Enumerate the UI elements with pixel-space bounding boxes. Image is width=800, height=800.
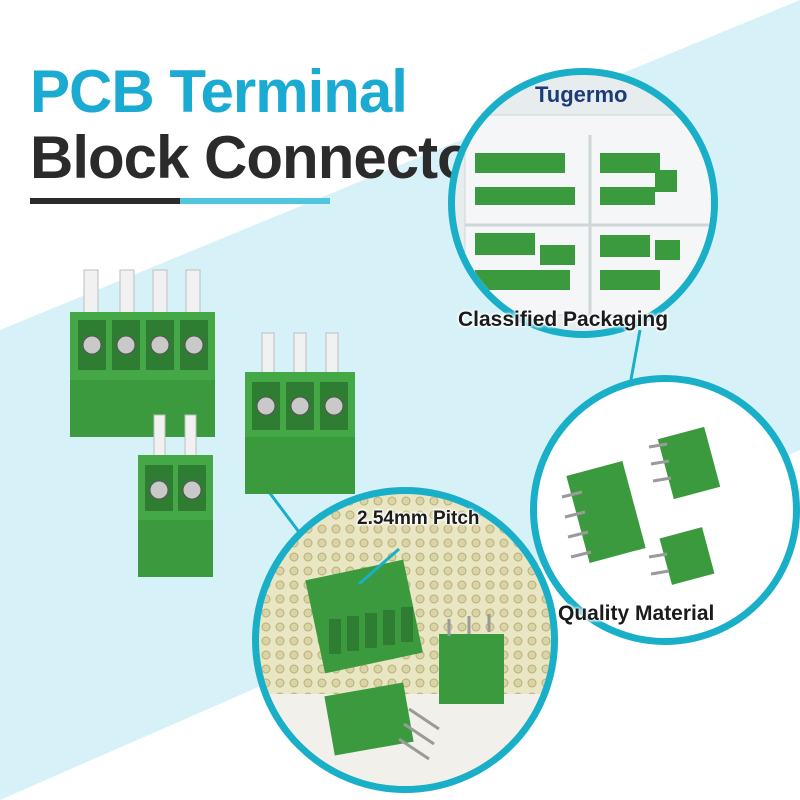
brand-logo: Tugermo (535, 82, 628, 107)
packaging-box-illustration (464, 114, 711, 316)
pitch-circle (252, 487, 558, 793)
title-underline-dark (30, 198, 180, 204)
material-label: Quality Material (558, 602, 715, 625)
material-illustration (561, 426, 721, 585)
packaging-circle (448, 68, 718, 338)
title-underline-blue (180, 198, 330, 204)
angled-4pin-block (561, 461, 646, 563)
pcb-3pin-block-laid (324, 682, 440, 761)
packaging-label: Classified Packaging (458, 308, 669, 331)
terminal-block-3pin (245, 332, 355, 494)
pcb-board-illustration (259, 494, 551, 786)
pitch-label: 2.54mm Pitch (357, 508, 480, 529)
pcb-5pin-block (305, 559, 423, 674)
headline-line1: PCB Terminal (30, 58, 408, 125)
material-circle (530, 375, 800, 645)
terminal-block-4pin (70, 269, 215, 437)
angled-2pin-block (648, 527, 715, 585)
angled-3pin-block (648, 426, 721, 500)
terminal-block-2pin (138, 414, 213, 577)
pcb-3pin-block-upright (439, 614, 504, 704)
headline-line2: Block Connector (30, 124, 496, 191)
